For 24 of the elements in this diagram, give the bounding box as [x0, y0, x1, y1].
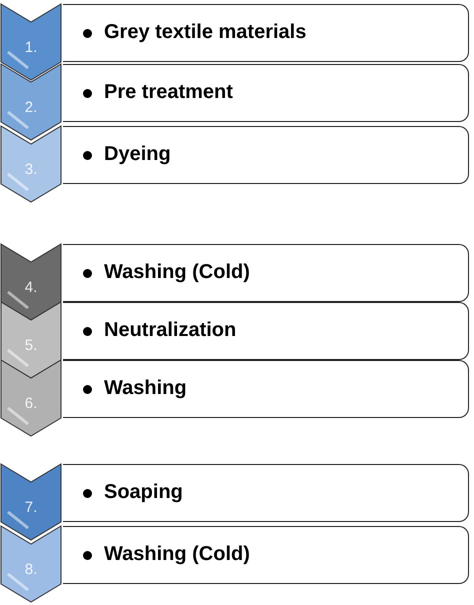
step-label: Washing — [104, 377, 187, 400]
step-label: Neutralization — [104, 319, 236, 342]
step-label: Dyeing — [104, 143, 171, 166]
step-box — [63, 64, 469, 122]
step-label: Grey textile materials — [104, 21, 306, 44]
step-number: 3. — [24, 161, 38, 178]
step-number: 5. — [24, 337, 38, 354]
step-box — [63, 526, 469, 584]
step-box — [63, 126, 469, 184]
step-number: 7. — [24, 499, 38, 516]
step-number: 2. — [24, 99, 38, 116]
step-label: Soaping — [104, 481, 183, 504]
step-box — [63, 302, 469, 360]
step-box — [63, 244, 469, 302]
step-label: Washing (Cold) — [104, 261, 250, 284]
step-number: 8. — [24, 561, 38, 578]
step-label: Pre treatment — [104, 81, 233, 104]
step-label: Washing (Cold) — [104, 543, 250, 566]
step-number: 1. — [24, 39, 38, 56]
step-box — [63, 464, 469, 522]
step-box — [63, 4, 469, 62]
step-box — [63, 360, 469, 418]
step-number: 4. — [24, 279, 38, 296]
step-number: 6. — [24, 395, 38, 412]
